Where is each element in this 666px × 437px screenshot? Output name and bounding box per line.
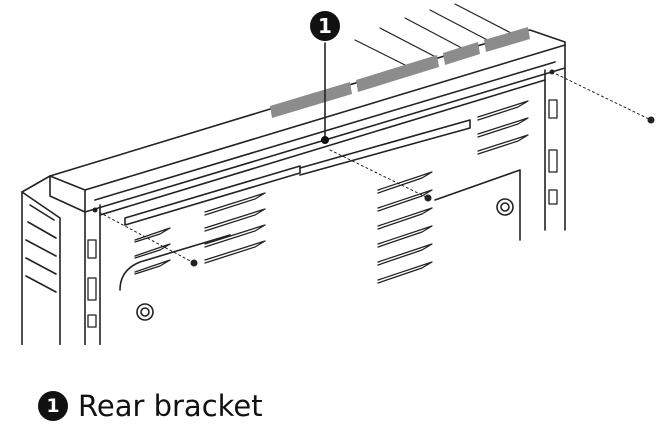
bracket-vent-slots xyxy=(270,27,530,118)
legend-label: Rear bracket xyxy=(78,389,263,423)
callout-number: 1 xyxy=(318,14,332,38)
callout-leader xyxy=(321,42,329,144)
cabinet-side-panel xyxy=(21,175,61,345)
side-rails xyxy=(87,99,558,328)
legend: 1 Rear bracket xyxy=(38,384,263,428)
screw-guide-lines xyxy=(94,71,652,264)
round-ports xyxy=(136,198,514,321)
louver-vents xyxy=(134,100,529,284)
rear-panel xyxy=(84,67,566,345)
legend-number-badge: 1 xyxy=(38,391,68,421)
appliance-rear-diagram: 1 xyxy=(21,3,655,345)
rear-bracket xyxy=(49,27,566,213)
callout-badge: 1 xyxy=(310,11,340,41)
